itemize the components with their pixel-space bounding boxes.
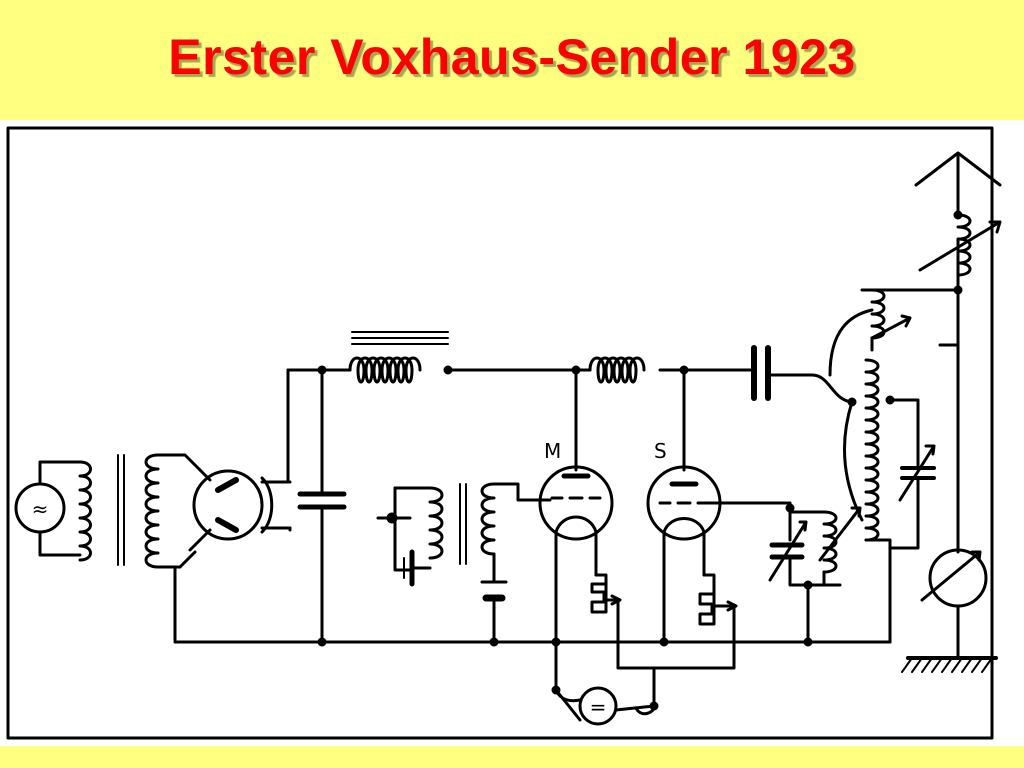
choke-coil: [348, 331, 578, 384]
coupling-capacitor: [751, 345, 854, 404]
slide-title: Erster Voxhaus-Sender 1923: [168, 29, 856, 85]
ground-symbol: [901, 656, 998, 673]
rf-choke: [571, 356, 754, 384]
grid-circuit: [376, 482, 552, 647]
ac-source-symbol: ≈: [32, 497, 49, 521]
schematic-diagram: ≈: [0, 120, 1024, 746]
tube-m-label: M: [544, 439, 561, 463]
filter-capacitor: [286, 365, 352, 644]
input-transformer: [78, 453, 202, 642]
filament-rheostat-m: [590, 573, 656, 670]
tank-coil: [843, 358, 936, 644]
bottom-band: [0, 746, 1024, 768]
circuit-svg: ≈: [6, 126, 1002, 740]
antenna-coil: [918, 210, 1002, 277]
grid-tank-circuit: [718, 501, 862, 644]
dc-meter: =: [551, 648, 659, 726]
ac-source: ≈: [14, 460, 82, 557]
ground-rail: [173, 637, 892, 647]
antenna-symbol: [914, 151, 1002, 217]
tube-oscillator: S: [646, 368, 722, 644]
tube-modulator: M: [538, 368, 614, 652]
filament-rheostat-s: [652, 573, 738, 670]
diagram-border: [6, 126, 994, 740]
antenna-ammeter: [920, 288, 988, 660]
microphone-bridge: [178, 468, 292, 569]
coupling-coil: [828, 238, 963, 377]
dc-meter-symbol: =: [590, 695, 607, 719]
tube-s-label: S: [654, 439, 667, 463]
